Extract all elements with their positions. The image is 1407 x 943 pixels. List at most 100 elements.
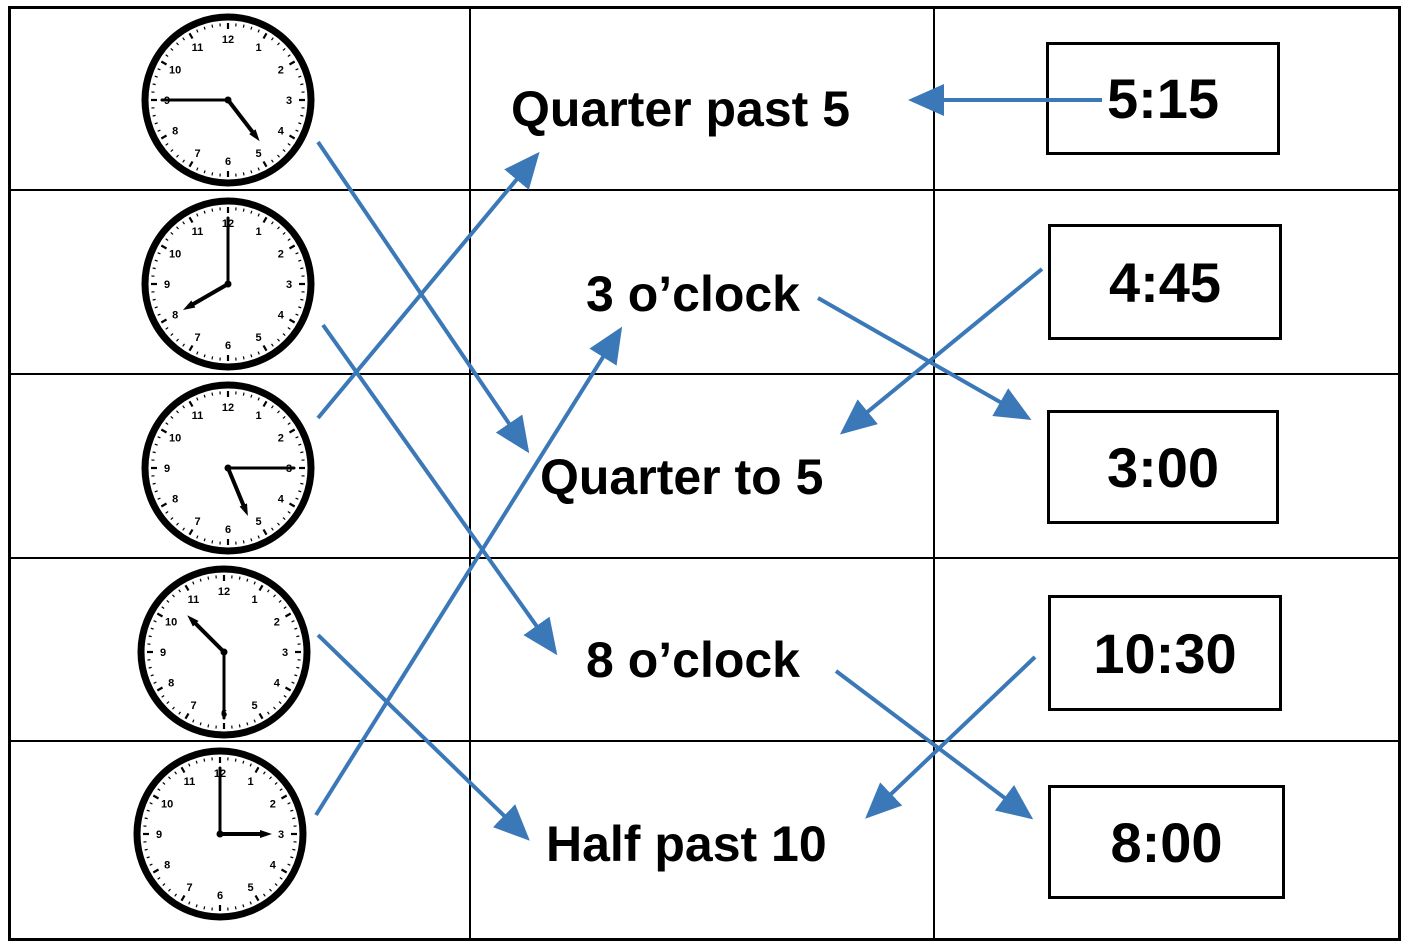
clock-tick <box>282 232 286 235</box>
clock-tick <box>295 129 299 132</box>
clock-numeral: 9 <box>156 829 162 841</box>
clock-numeral: 9 <box>160 647 166 659</box>
clock-tick <box>263 771 266 775</box>
clock-tick <box>196 213 199 217</box>
clock-tick <box>278 701 282 704</box>
match-arrow <box>865 655 1037 819</box>
clock-tick <box>188 160 194 168</box>
clock-numeral: 8 <box>164 860 170 872</box>
column-divider <box>469 6 471 941</box>
clock-tick <box>292 848 296 851</box>
clock-tick <box>174 771 177 775</box>
clock-numeral: 4 <box>278 310 285 322</box>
clock-numeral: 10 <box>165 617 177 629</box>
clock-tick <box>203 758 206 762</box>
table-border-bottom <box>8 938 1401 941</box>
clock-tick <box>262 344 268 352</box>
clock-tick <box>211 172 214 176</box>
clock-numeral: 4 <box>274 678 281 690</box>
clock-tick <box>150 627 154 630</box>
clock-numeral: 8 <box>172 126 178 138</box>
clock-tick <box>146 856 150 859</box>
clock-tick <box>287 802 291 805</box>
row-divider <box>8 557 1401 559</box>
clock-numeral: 6 <box>217 890 223 902</box>
clock-numeral: 7 <box>194 332 200 344</box>
clock-tick <box>280 868 288 874</box>
clock-tick <box>149 863 153 866</box>
time-phrase: Quarter to 5 <box>540 449 824 505</box>
clock-numeral: 2 <box>278 65 284 77</box>
clock-tick <box>242 760 245 764</box>
clock-tick <box>291 620 295 623</box>
clock-tick <box>188 400 194 408</box>
clock-tick <box>234 906 237 910</box>
clock-tick <box>196 351 199 355</box>
clock-tick <box>271 159 274 163</box>
clock-tick <box>162 782 166 785</box>
clock-tick <box>176 338 179 342</box>
clock-tick <box>298 259 302 262</box>
clock-tick <box>192 581 195 585</box>
clock-tick <box>267 589 270 593</box>
clock-tick <box>160 502 168 508</box>
clock-tick <box>203 26 206 30</box>
clock-tick <box>196 535 199 539</box>
clock-numeral: 3 <box>286 95 292 107</box>
clock-numeral: 4 <box>270 860 277 872</box>
clock-tick <box>203 210 206 214</box>
clock-tick <box>157 436 161 439</box>
clock-tick <box>283 606 287 609</box>
clock-numeral: 4 <box>278 494 285 506</box>
clock-numeral: 3 <box>278 829 284 841</box>
clock-tick <box>242 356 245 360</box>
clock-tick <box>300 83 304 86</box>
clock-tick <box>288 60 296 66</box>
clock-tick <box>162 883 166 886</box>
clock-tick <box>287 422 291 425</box>
clock-tick <box>242 540 245 544</box>
clock-tick <box>149 802 153 805</box>
clock-tick <box>195 904 198 908</box>
clock-tick <box>211 540 214 544</box>
clock-tick <box>262 216 268 224</box>
clock-tick <box>249 763 252 767</box>
clock-numeral: 12 <box>222 402 234 414</box>
clock-tick <box>152 482 156 485</box>
clock-tick <box>271 405 274 409</box>
clock-tick <box>154 306 158 309</box>
clock-tick <box>161 606 165 609</box>
hour-hand-tip <box>182 300 196 310</box>
clock-tick <box>148 635 152 638</box>
clock-tick <box>188 344 194 352</box>
clock-tick <box>282 333 286 336</box>
clock-tick <box>298 122 302 125</box>
clock-tick <box>165 54 169 57</box>
column-divider <box>933 6 935 941</box>
clock-numeral: 8 <box>172 310 178 322</box>
clock-tick <box>195 760 198 764</box>
clock-numeral: 7 <box>186 882 192 894</box>
time-phrase: Half past 10 <box>546 816 827 872</box>
clock-tick <box>294 674 298 677</box>
clock-tick <box>207 724 210 728</box>
clock-tick <box>273 706 276 710</box>
clock-numeral: 5 <box>255 148 261 160</box>
clock-tick <box>254 894 260 902</box>
clock-numeral: 12 <box>218 586 230 598</box>
digital-time-box: 10:30 <box>1048 595 1282 711</box>
clock-tick <box>246 578 249 582</box>
clock-tick <box>166 600 170 603</box>
clock-numeral: 6 <box>225 340 231 352</box>
clock-center <box>224 464 232 472</box>
clock-tick <box>271 343 274 347</box>
clock-tick <box>290 856 294 859</box>
clock-tick <box>246 722 249 726</box>
clock-numeral: 1 <box>247 776 253 788</box>
clock-tick <box>277 226 280 230</box>
clock-tick <box>157 129 161 132</box>
clock-numeral: 1 <box>255 410 261 422</box>
clock-tick <box>257 213 260 217</box>
clock-numeral: 1 <box>255 42 261 54</box>
clock-tick <box>250 394 253 398</box>
